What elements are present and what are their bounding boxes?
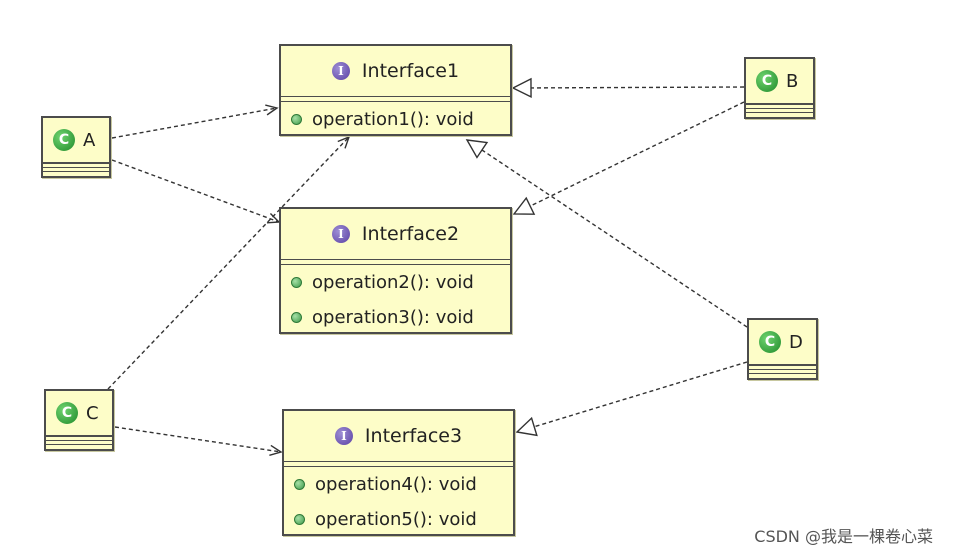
interface3-box[interactable]: I Interface3 operation4(): void operatio… (282, 409, 515, 536)
interface2-attribute-compartment (281, 260, 510, 265)
class-icon: C (56, 402, 78, 424)
relation-line (529, 101, 745, 207)
relation-line (111, 107, 278, 139)
relation-dependency-c-interface3 (114, 426, 283, 456)
operation-label: operation3(): void (312, 307, 474, 328)
relation-realization-d-interface1 (465, 139, 748, 328)
operation-label: operation5(): void (315, 509, 477, 530)
public-operation-icon (291, 312, 302, 323)
class-compartments (46, 436, 112, 447)
interface3-operation: operation5(): void (284, 502, 513, 537)
interface3-operation: operation4(): void (284, 467, 513, 502)
interface1-attribute-compartment (281, 97, 510, 102)
interface-icon: I (331, 225, 350, 243)
class-c-box[interactable]: C C (44, 389, 114, 451)
public-operation-icon (291, 277, 302, 288)
watermark: CSDN @我是一棵卷心菜 (754, 527, 933, 546)
class-b-header: C B (746, 59, 813, 104)
operation-label: operation1(): void (312, 109, 474, 130)
interface1-operation: operation1(): void (281, 102, 510, 137)
operation-label: operation4(): void (315, 474, 477, 495)
class-a-name: A (83, 129, 96, 151)
class-b-name: B (786, 70, 799, 92)
realization-arrowhead (512, 196, 536, 215)
class-c-header: C C (46, 391, 112, 436)
realization-arrowhead (511, 77, 532, 99)
interface3-name: Interface3 (364, 425, 463, 447)
class-d-name: D (789, 331, 803, 353)
relation-realization-b-interface1 (511, 77, 745, 99)
dependency-arrowhead (337, 135, 351, 149)
relation-line (107, 136, 350, 390)
class-compartments (746, 104, 813, 115)
relation-line (534, 361, 748, 428)
interface-icon: I (331, 62, 350, 80)
dependency-arrowhead (269, 444, 283, 456)
realization-arrowhead (465, 139, 489, 159)
class-c-name: C (86, 402, 99, 424)
public-operation-icon (294, 514, 305, 525)
class-icon: C (53, 129, 75, 151)
interface2-box[interactable]: I Interface2 operation2(): void operatio… (279, 207, 512, 334)
relation-realization-d-interface3 (515, 361, 748, 437)
relation-line (111, 159, 280, 223)
interface3-header: I Interface3 (284, 411, 513, 462)
class-b-box[interactable]: C B (744, 57, 815, 119)
relation-dependency-c-interface1 (107, 135, 351, 390)
class-icon: C (756, 70, 778, 92)
interface3-attribute-compartment (284, 462, 513, 467)
class-icon: C (759, 331, 781, 353)
class-a-header: C A (43, 118, 109, 163)
interface1-header: I Interface1 (281, 46, 510, 97)
public-operation-icon (291, 114, 302, 125)
interface2-operation: operation3(): void (281, 300, 510, 335)
relation-dependency-a-interface1 (111, 104, 279, 139)
class-d-header: C D (749, 320, 816, 365)
class-compartments (43, 163, 109, 174)
relation-line (530, 86, 745, 89)
operation-label: operation2(): void (312, 272, 474, 293)
interface2-header: I Interface2 (281, 209, 510, 260)
realization-arrowhead (515, 416, 538, 437)
relation-realization-b-interface2 (512, 101, 745, 215)
public-operation-icon (294, 479, 305, 490)
dependency-arrowhead (265, 104, 279, 116)
class-a-box[interactable]: C A (41, 116, 111, 178)
class-d-box[interactable]: C D (747, 318, 818, 380)
relation-dependency-a-interface2 (111, 159, 281, 224)
interface2-name: Interface2 (361, 223, 460, 245)
interface-icon: I (334, 427, 353, 445)
relation-line (481, 149, 748, 328)
relation-line (114, 426, 282, 453)
interface1-name: Interface1 (361, 60, 460, 82)
class-compartments (749, 365, 816, 376)
interface2-operation: operation2(): void (281, 265, 510, 300)
interface1-box[interactable]: I Interface1 operation1(): void (279, 44, 512, 136)
